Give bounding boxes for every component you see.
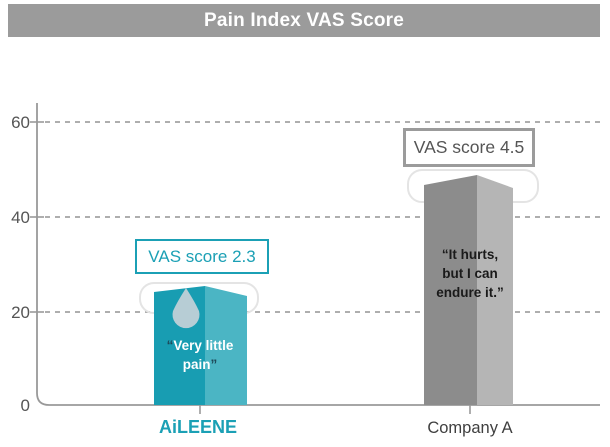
quote-companya: “It hurts, but I can endure it.” <box>420 245 520 302</box>
bar-companya-front <box>424 175 477 405</box>
ytick-label-20: 20 <box>11 303 30 322</box>
chart-title-bar: Pain Index VAS Score <box>8 4 600 37</box>
water-drop-icon <box>172 288 200 329</box>
quote-line2: but I can <box>442 266 498 281</box>
quote-open-mark: “ <box>166 338 174 353</box>
quote-aileene: “Very little pain” <box>150 336 250 374</box>
x-label-companya: Company A <box>427 419 513 437</box>
y-axis-ticks <box>30 121 44 313</box>
ytick-label-40: 40 <box>11 208 30 227</box>
vas-score-box-companya: VAS score 4.5 <box>403 128 535 167</box>
quote-close-mark: ” <box>210 357 218 372</box>
bar-companya-side <box>477 175 513 405</box>
quote-line1: Very little <box>173 338 234 353</box>
vas-score-label-aileene: VAS score 2.3 <box>148 246 256 266</box>
vas-score-box-aileene: VAS score 2.3 <box>135 239 269 274</box>
quote-line2: pain <box>182 357 211 372</box>
bar-aileene-side <box>205 286 247 405</box>
plot-area: 60 40 20 0 <box>11 103 600 415</box>
x-label-aileene: AiLEENE <box>158 417 237 437</box>
axis-lines <box>36 103 600 406</box>
chart-title: Pain Index VAS Score <box>203 9 405 31</box>
quote-line3: endure it.” <box>436 285 504 300</box>
ytick-label-60: 60 <box>11 113 30 132</box>
ytick-label-0: 0 <box>21 396 30 415</box>
quote-line1: “It hurts, <box>441 247 499 262</box>
vas-score-label-companya: VAS score 4.5 <box>413 137 525 157</box>
